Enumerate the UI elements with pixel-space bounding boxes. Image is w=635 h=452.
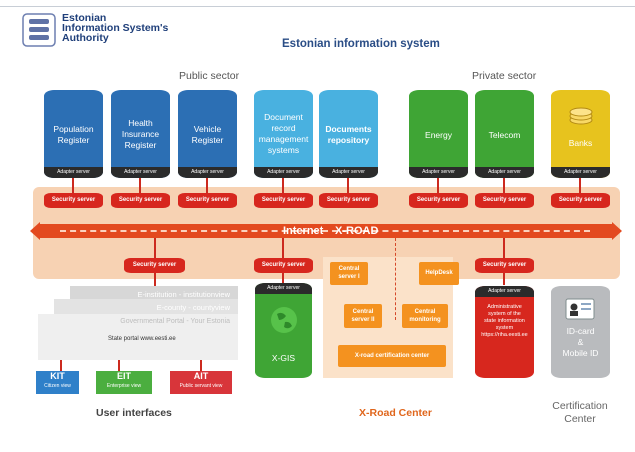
- database-label: ID-card & Mobile ID: [562, 326, 599, 358]
- x-road-certification-center: X-road certification center: [338, 345, 446, 367]
- e-county-tier: E-county - countyview: [54, 299, 238, 316]
- dashed-connector: [395, 238, 396, 320]
- helpdesk-box: HelpDesk: [419, 262, 459, 285]
- adapter-server: Adapter server: [475, 286, 534, 297]
- database-x-gis: Adapter server X-GIS: [255, 283, 312, 378]
- adapter-server: Adapter server: [409, 167, 468, 178]
- database-id-card: ID-card & Mobile ID: [551, 286, 610, 378]
- private-sector-label: Private sector: [472, 70, 537, 82]
- security-server: Security server: [124, 258, 185, 273]
- top-border: [0, 6, 635, 7]
- page-title: Estonian information system: [282, 38, 440, 50]
- adapter-server: Adapter server: [475, 167, 534, 178]
- security-server: Security server: [319, 193, 378, 208]
- connector-line: [503, 178, 505, 198]
- security-server: Security server: [409, 193, 468, 208]
- connector-line: [139, 178, 141, 198]
- x-road-label: X-ROAD: [335, 225, 379, 237]
- adapter-server: Adapter server: [111, 167, 170, 178]
- security-server: Security server: [111, 193, 170, 208]
- certification-center-label: Certification Center: [552, 400, 608, 425]
- connector-line: [154, 238, 156, 258]
- database-label: Document record management systems: [258, 112, 309, 155]
- connector-line: [503, 273, 505, 285]
- security-server: Security server: [551, 193, 610, 208]
- database-label: Documents repository: [325, 124, 372, 145]
- user-interfaces-label: User interfaces: [96, 407, 172, 419]
- globe-icon: [271, 307, 297, 333]
- adapter-server: Adapter server: [254, 167, 313, 178]
- governmental-portal: Governmental Portal - Your Estonia State…: [38, 314, 238, 360]
- database-banks: Banks Adapter server: [551, 90, 610, 178]
- security-server: Security server: [475, 193, 534, 208]
- database-energy: Energy Adapter server: [409, 90, 468, 178]
- arrow-left-icon: [30, 222, 40, 240]
- ui-code: KIT: [50, 371, 65, 381]
- database-documents-repository: Documents repository Adapter server: [319, 90, 378, 178]
- connector-line: [579, 178, 581, 198]
- public-sector-label: Public sector: [179, 70, 240, 82]
- state-portal-link[interactable]: State portal www.eesti.ee: [108, 336, 176, 342]
- security-server: Security server: [44, 193, 103, 208]
- ui-sub: Public servant view: [179, 383, 223, 389]
- connector-line: [503, 238, 505, 258]
- adapter-server: Adapter server: [551, 167, 610, 178]
- database-label: Administrative system of the state infor…: [481, 304, 528, 338]
- security-server: Security server: [475, 258, 534, 273]
- database-health-insurance-register: Health Insurance Register Adapter server: [111, 90, 170, 178]
- ui-sub: Citizen view: [44, 383, 71, 389]
- adapter-server: Adapter server: [255, 283, 312, 294]
- connector-line: [200, 360, 202, 372]
- internet-label: Internet: [283, 225, 324, 237]
- connector-line: [206, 178, 208, 198]
- x-road-dashes: [60, 230, 590, 232]
- connector-line: [282, 178, 284, 198]
- connector-line: [437, 178, 439, 198]
- database-telecom: Telecom Adapter server: [475, 90, 534, 178]
- e-institution-tier: E-institution - institutionview: [70, 286, 238, 303]
- eesti-coat-of-arms-icon: [22, 13, 56, 47]
- arrow-right-icon: [612, 222, 622, 240]
- database-label: Banks: [568, 138, 593, 148]
- database-label: Health Insurance Register: [121, 118, 160, 150]
- portal-title: Governmental Portal - Your Estonia: [120, 318, 230, 325]
- coins-icon: [569, 107, 593, 125]
- connector-line: [282, 273, 284, 285]
- database-admin-system: Adapter server Administrative system of …: [475, 286, 534, 378]
- security-server: Security server: [178, 193, 237, 208]
- database-label: Population Register: [53, 124, 94, 145]
- database-vehicle-register: Vehicle Register Adapter server: [178, 90, 237, 178]
- database-label: Energy: [425, 130, 452, 140]
- database-population-register: Population Register Adapter server: [44, 90, 103, 178]
- connector-line: [60, 360, 62, 372]
- security-server: Security server: [254, 193, 313, 208]
- connector-line: [347, 178, 349, 198]
- eit-enterprise-view: EIT Enterprise view: [96, 371, 152, 394]
- adapter-server: Adapter server: [319, 167, 378, 178]
- ui-code: AIT: [193, 371, 209, 381]
- ui-sub: Enterprise view: [106, 383, 142, 389]
- connector-line: [154, 273, 156, 295]
- id-card-icon: [565, 298, 595, 320]
- connector-line: [282, 238, 284, 258]
- x-road-center-label: X-Road Center: [359, 407, 432, 419]
- database-label: Vehicle Register: [191, 124, 224, 145]
- connector-line: [118, 360, 120, 372]
- security-server: Security server: [254, 258, 313, 273]
- kit-citizen-view: KIT Citizen view: [36, 371, 79, 394]
- central-monitoring: Central monitoring: [402, 304, 448, 328]
- ui-code: EIT: [116, 371, 131, 381]
- ait-public-servant-view: AIT Public servant view: [170, 371, 232, 394]
- adapter-server: Adapter server: [44, 167, 103, 178]
- adapter-server: Adapter server: [178, 167, 237, 178]
- central-server-1: Central server I: [330, 262, 368, 285]
- org-name: Estonian Information System's Authority: [62, 12, 169, 44]
- database-label: X-GIS: [271, 353, 296, 363]
- connector-line: [72, 178, 74, 198]
- central-server-2: Central server II: [344, 304, 382, 328]
- database-document-record-management: Document record management systems Adapt…: [254, 90, 313, 178]
- database-label: Telecom: [488, 130, 521, 140]
